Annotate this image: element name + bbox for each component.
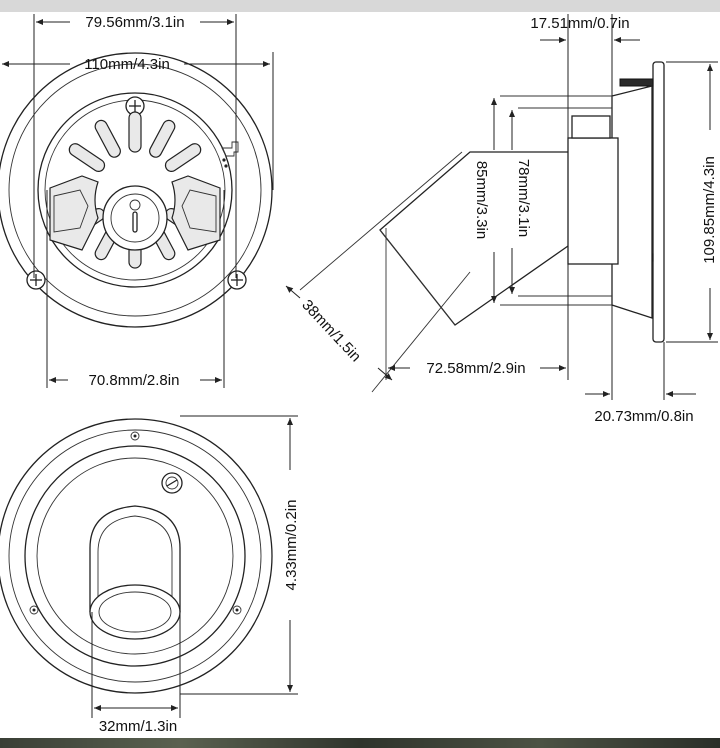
spout-opening-inner xyxy=(98,591,172,633)
center-hub-ring xyxy=(110,193,160,243)
spout-tube xyxy=(89,505,181,612)
outer-flange-circle xyxy=(0,52,273,328)
dimension-line xyxy=(377,367,393,381)
mount-hole-icon xyxy=(29,605,39,615)
back-ring-3 xyxy=(36,457,234,655)
dimension-line xyxy=(285,285,301,299)
body-height-label: 85mm/3.3in xyxy=(473,161,490,239)
front-view: 79.56mm/3.1in 110mm/4.3in 70.8mm/2.8in xyxy=(0,14,274,389)
screw-icon xyxy=(227,270,247,290)
inner-cup-circle xyxy=(37,92,233,288)
mount-spacing-label: 79.56mm/3.1in xyxy=(85,14,184,31)
bottom-edge-band xyxy=(0,738,720,748)
flange-thickness-label: 20.73mm/0.8in xyxy=(594,408,693,425)
right-latch xyxy=(171,175,221,251)
depth-label: 17.51mm/0.7in xyxy=(530,15,629,32)
back-stud-icon xyxy=(161,472,183,494)
hub-slot xyxy=(132,211,138,233)
outer-diameter-label: 110mm/4.3in xyxy=(84,56,170,73)
screw-icon xyxy=(26,270,46,290)
extension-line xyxy=(299,151,463,291)
mount-hole-icon xyxy=(232,605,242,615)
spout-face xyxy=(379,229,456,326)
spout-opening xyxy=(89,584,181,640)
back-height-label: 4.33mm/0.2in xyxy=(283,500,300,591)
flange-height-label: 109.85mm/4.3in xyxy=(701,156,718,264)
angle-length-label: 38mm/1.5in xyxy=(298,296,364,365)
spout-diameter-label: 32mm/1.3in xyxy=(99,718,177,735)
center-hub xyxy=(102,185,168,251)
threaded-stud xyxy=(619,78,654,87)
left-latch xyxy=(49,175,99,251)
side-view: 17.51mm/0.7in 109.85mm/4.3in 85mm/3.3in … xyxy=(285,14,718,425)
back-ring-1 xyxy=(8,429,262,683)
back-ring-2 xyxy=(24,445,246,667)
inner-height-label: 78mm/3.1in xyxy=(515,159,532,237)
faucet-icon xyxy=(221,141,239,168)
extension-line xyxy=(371,271,471,393)
spout-tube-inner xyxy=(97,515,173,600)
hub-dot xyxy=(129,199,141,211)
back-view: 4.33mm/0.2in 32mm/1.3in xyxy=(0,415,300,735)
back-outer-circle xyxy=(0,418,273,694)
body-tab xyxy=(571,115,611,139)
flange-inner-ring xyxy=(8,63,262,317)
projection-label: 72.58mm/2.9in xyxy=(426,360,525,377)
flange-plate xyxy=(652,61,665,343)
body-block xyxy=(567,137,619,265)
mount-hole-icon xyxy=(130,431,140,441)
top-edge-band xyxy=(0,0,720,12)
inner-width-label: 70.8mm/2.8in xyxy=(89,372,180,389)
